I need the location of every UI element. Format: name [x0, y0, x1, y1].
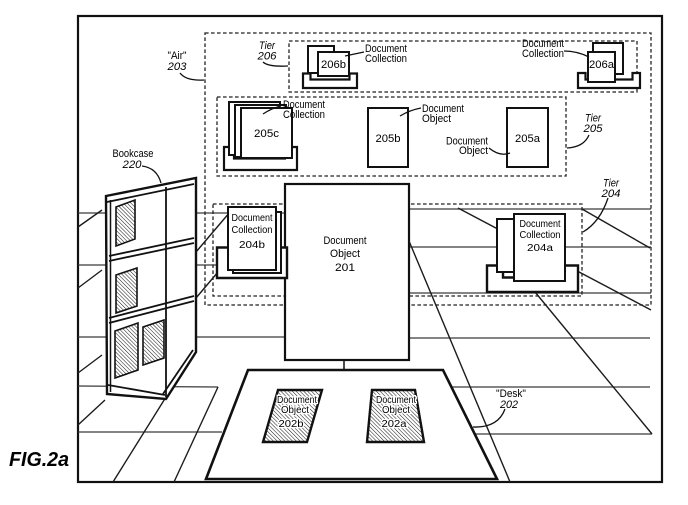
- air-boundary: [204, 32, 652, 306]
- ref-202a: 202a: [382, 419, 407, 430]
- ref-206b: 206b: [321, 59, 346, 71]
- dc-206b-label2: Collection: [365, 53, 407, 65]
- document-collection-204b: Document Collection 204b: [215, 206, 289, 280]
- bookcase-num: 220: [121, 159, 141, 171]
- bookcase: [104, 176, 198, 401]
- dc-204b-line2: Collection: [232, 225, 273, 236]
- ref-205b: 205b: [376, 133, 401, 145]
- dc-205c-label2: Collection: [283, 109, 325, 121]
- document-collection-205c: 205c: [222, 101, 299, 172]
- document-collection-206b: 206b: [301, 45, 359, 90]
- dc-206b-label1: Document: [365, 43, 407, 55]
- document-object-205b: 205b: [367, 107, 409, 168]
- desk-num: 202: [499, 399, 518, 411]
- dc-204a-line2: Collection: [520, 230, 561, 241]
- do-205a-label2: Object: [459, 145, 488, 157]
- bookcase-label: Bookcase: [113, 148, 154, 160]
- document-object-205a: 205a: [506, 107, 549, 168]
- ref-204a: 204a: [527, 243, 554, 254]
- do-202a-line1: Document: [376, 395, 416, 406]
- perspective-lines: [77, 207, 653, 483]
- air-num: 203: [166, 61, 186, 73]
- ref-202b: 202b: [279, 419, 304, 430]
- tier-205-label: Tier: [585, 113, 601, 125]
- book-bottom-right: [142, 318, 165, 367]
- book-bottom-left: [114, 321, 139, 380]
- book-top: [115, 198, 136, 248]
- do-202b-line2: Object: [281, 405, 309, 416]
- tier-205-boundary: [216, 96, 567, 177]
- tier-204-num: 204: [600, 188, 620, 200]
- dc-204b-line1: Document: [232, 213, 273, 224]
- document-object-201: Document Object 201: [283, 182, 411, 362]
- book-middle: [115, 266, 138, 315]
- document-object-202a: Document Object 202a: [365, 388, 426, 444]
- ref-205c: 205c: [254, 128, 280, 140]
- tier-206-num: 206: [256, 51, 276, 63]
- do-202b-line1: Document: [277, 395, 317, 406]
- doc-201-line2: Object: [330, 248, 361, 260]
- tier-206-boundary: [288, 40, 638, 93]
- dc-205c-label1: Document: [283, 99, 325, 111]
- dc-206a-label2: Collection: [522, 48, 564, 60]
- ref-204b: 204b: [239, 240, 266, 251]
- annotation-labels: "Air" 203 Bookcase 220 Tier 206 Tier 205…: [113, 38, 621, 411]
- document-collection-204a: Document Collection 204a: [485, 213, 580, 294]
- ref-205a: 205a: [515, 133, 540, 145]
- air-label: "Air": [168, 50, 187, 62]
- tier-205-num: 205: [582, 123, 603, 135]
- tier-206-label: Tier: [259, 40, 275, 52]
- doc-201-num: 201: [335, 262, 355, 274]
- do-202a-line2: Object: [382, 405, 410, 416]
- dc-206a-label1: Document: [522, 38, 564, 50]
- figure-label: FIG.2a: [9, 448, 69, 471]
- ref-206a: 206a: [589, 59, 614, 71]
- document-object-202b: Document Object 202b: [261, 388, 324, 444]
- tier-204-label: Tier: [603, 178, 619, 190]
- document-collection-206a: 206a: [576, 42, 642, 90]
- dc-204a-line1: Document: [520, 219, 561, 230]
- do-205a-label1: Document: [446, 136, 488, 148]
- do-205b-label2: Object: [422, 113, 451, 125]
- desk-label: "Desk": [496, 388, 526, 400]
- doc-201-line1: Document: [324, 235, 368, 247]
- do-205b-label1: Document: [422, 103, 464, 115]
- leader-lines: [141, 50, 609, 428]
